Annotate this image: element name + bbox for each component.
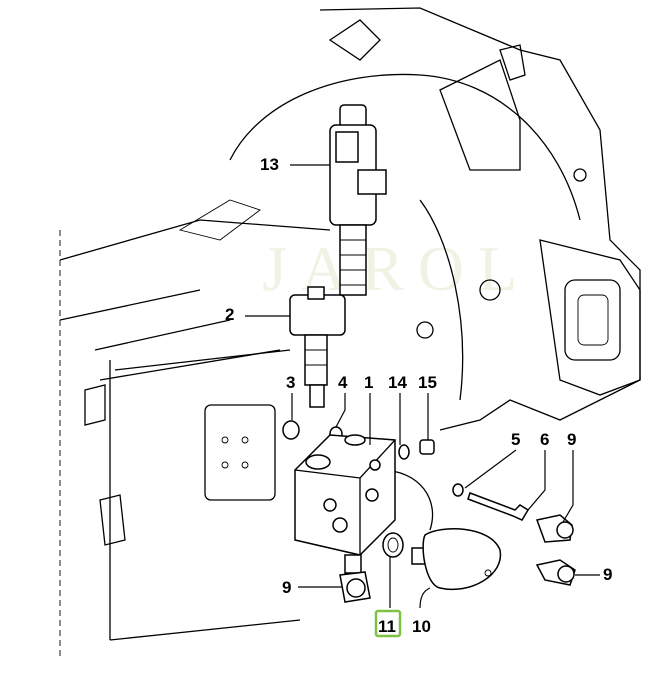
bolt-6 — [467, 492, 530, 521]
callout-3[interactable]: 3 — [286, 373, 295, 392]
callout-9-left[interactable]: 9 — [282, 578, 291, 597]
callout-11[interactable]: 11 — [378, 617, 396, 636]
o-ring-14 — [398, 444, 410, 460]
watermark: JAROL — [262, 233, 531, 304]
callout-2[interactable]: 2 — [225, 305, 234, 324]
accumulator-10 — [411, 528, 502, 591]
callout-6[interactable]: 6 — [540, 430, 549, 449]
plug-15 — [419, 439, 435, 455]
leader-lines — [245, 164, 600, 609]
valve-block-1 — [294, 434, 396, 556]
fitting-9-lower-right — [535, 559, 576, 586]
washer-5 — [452, 483, 464, 497]
fitting-9-left — [339, 554, 371, 603]
fitting-9-upper-right — [536, 514, 574, 543]
callout-1[interactable]: 1 — [364, 373, 373, 392]
solenoid-valve-13 — [329, 104, 387, 296]
callout-9-right[interactable]: 9 — [603, 565, 612, 584]
seal-11 — [382, 532, 404, 558]
transmission-housing — [59, 7, 641, 660]
highlight-box-11 — [374, 609, 402, 638]
callout-13[interactable]: 13 — [260, 155, 279, 174]
solenoid-valve-2 — [289, 286, 346, 408]
o-ring-3 — [282, 420, 300, 440]
callout-4[interactable]: 4 — [338, 373, 348, 392]
callout-9-upper[interactable]: 9 — [567, 430, 576, 449]
callout-5[interactable]: 5 — [511, 430, 520, 449]
callout-14[interactable]: 14 — [388, 373, 407, 392]
callout-10[interactable]: 10 — [412, 617, 431, 636]
callout-15[interactable]: 15 — [418, 373, 437, 392]
